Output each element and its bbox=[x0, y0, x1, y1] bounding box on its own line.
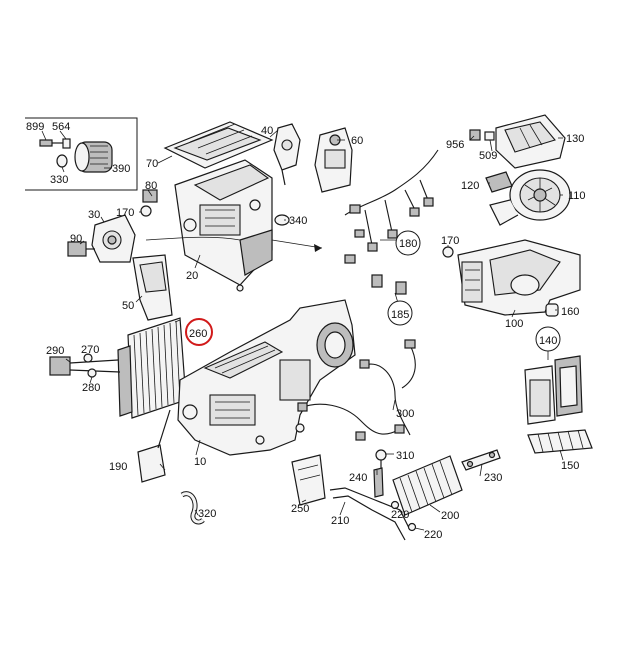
part-899-connector[interactable] bbox=[39, 139, 66, 147]
label-90[interactable]: 90 bbox=[70, 233, 82, 245]
inset-frame bbox=[25, 117, 138, 191]
label-180[interactable]: 180 bbox=[399, 238, 417, 250]
label-200[interactable]: 200 bbox=[441, 510, 459, 522]
part-230-bracket[interactable] bbox=[461, 449, 501, 471]
label-220-bottom[interactable]: 220 bbox=[424, 529, 442, 541]
part-210-heater-pipes[interactable] bbox=[329, 487, 411, 541]
label-899[interactable]: 899 bbox=[26, 121, 44, 133]
callout-circle-260-highlight bbox=[185, 318, 213, 346]
label-50[interactable]: 50 bbox=[122, 300, 134, 312]
part-130-blower-cover[interactable] bbox=[495, 114, 566, 169]
label-240[interactable]: 240 bbox=[349, 472, 367, 484]
label-110[interactable]: 110 bbox=[568, 190, 586, 202]
label-220-top[interactable]: 220 bbox=[391, 509, 409, 521]
label-160[interactable]: 160 bbox=[561, 306, 579, 318]
label-10[interactable]: 10 bbox=[194, 456, 206, 468]
label-250[interactable]: 250 bbox=[291, 503, 309, 515]
part-280-seal[interactable] bbox=[87, 368, 97, 378]
callout-circle-185 bbox=[387, 300, 413, 326]
label-390[interactable]: 390 bbox=[112, 163, 130, 175]
label-80[interactable]: 80 bbox=[145, 180, 157, 192]
part-10-main-hvac-housing[interactable] bbox=[177, 299, 356, 456]
label-260[interactable]: 260 bbox=[189, 328, 207, 340]
part-170-clip-right[interactable] bbox=[442, 246, 454, 258]
label-170-left[interactable]: 170 bbox=[116, 207, 134, 219]
part-260-evaporator[interactable] bbox=[117, 317, 187, 419]
part-185-connector-pair[interactable] bbox=[371, 274, 407, 295]
part-200-heater-core[interactable] bbox=[392, 455, 463, 516]
part-240-sensor[interactable] bbox=[373, 467, 384, 498]
label-130[interactable]: 130 bbox=[566, 133, 584, 145]
part-30-actuator-motor[interactable] bbox=[91, 214, 136, 263]
part-300-wiring-harness[interactable] bbox=[297, 339, 416, 441]
label-20[interactable]: 20 bbox=[186, 270, 198, 282]
label-70[interactable]: 70 bbox=[146, 158, 158, 170]
part-170-clip-left[interactable] bbox=[140, 205, 152, 217]
label-564[interactable]: 564 bbox=[52, 121, 70, 133]
label-340[interactable]: 340 bbox=[289, 215, 307, 227]
label-956[interactable]: 956 bbox=[446, 139, 464, 151]
part-20-upper-housing[interactable] bbox=[174, 159, 273, 292]
label-330[interactable]: 330 bbox=[50, 174, 68, 186]
part-110-blower-motor[interactable] bbox=[489, 169, 571, 226]
label-170-right[interactable]: 170 bbox=[441, 235, 459, 247]
part-564-clip[interactable] bbox=[62, 138, 71, 149]
label-140[interactable]: 140 bbox=[539, 335, 557, 347]
callout-circle-140 bbox=[535, 326, 561, 352]
label-290[interactable]: 290 bbox=[46, 345, 64, 357]
callout-circle-180 bbox=[395, 230, 421, 256]
part-190-bracket[interactable] bbox=[137, 409, 171, 483]
assembly-arrows bbox=[145, 236, 323, 252]
label-100[interactable]: 100 bbox=[505, 318, 523, 330]
label-210[interactable]: 210 bbox=[331, 515, 349, 527]
label-300[interactable]: 300 bbox=[396, 408, 414, 420]
part-220-seals[interactable] bbox=[390, 500, 417, 532]
label-509[interactable]: 509 bbox=[479, 150, 497, 162]
label-150[interactable]: 150 bbox=[561, 460, 579, 472]
part-100-blower-housing[interactable] bbox=[457, 239, 581, 316]
label-60[interactable]: 60 bbox=[351, 135, 363, 147]
part-80-small-connector[interactable] bbox=[142, 189, 158, 203]
part-120-resistor[interactable] bbox=[485, 171, 513, 193]
part-180-wiring-harness[interactable] bbox=[344, 149, 439, 264]
part-310-fastener[interactable] bbox=[375, 449, 387, 468]
label-40[interactable]: 40 bbox=[261, 125, 273, 137]
part-90-sensor[interactable] bbox=[67, 241, 95, 257]
part-number-labels: 899 564 330 390 70 40 60 80 170 30 90 34… bbox=[26, 121, 586, 541]
part-956-509-fasteners[interactable] bbox=[469, 129, 495, 141]
part-40-actuator-linkage[interactable] bbox=[273, 123, 301, 186]
leader-lines bbox=[65, 129, 564, 531]
label-190[interactable]: 190 bbox=[109, 461, 127, 473]
part-330-seal[interactable] bbox=[56, 154, 68, 168]
part-150-filter-element[interactable] bbox=[527, 429, 593, 454]
label-310[interactable]: 310 bbox=[396, 450, 414, 462]
part-60-servo-motor[interactable] bbox=[314, 127, 353, 193]
part-250-cover[interactable] bbox=[291, 454, 326, 506]
label-230[interactable]: 230 bbox=[484, 472, 502, 484]
label-120[interactable]: 120 bbox=[461, 180, 479, 192]
part-390-actuator[interactable] bbox=[74, 141, 113, 173]
inset-detail bbox=[25, 117, 138, 191]
part-320-hose[interactable] bbox=[180, 491, 205, 525]
part-70-air-filter-cover[interactable] bbox=[163, 121, 274, 169]
part-160-cap[interactable] bbox=[545, 303, 559, 317]
label-185[interactable]: 185 bbox=[391, 309, 409, 321]
part-340-grommet[interactable] bbox=[274, 214, 290, 226]
label-30[interactable]: 30 bbox=[88, 209, 100, 221]
part-50-duct[interactable] bbox=[132, 254, 173, 321]
label-280[interactable]: 280 bbox=[82, 382, 100, 394]
part-140-cabin-filters[interactable] bbox=[524, 355, 583, 425]
label-270[interactable]: 270 bbox=[81, 344, 99, 356]
label-320[interactable]: 320 bbox=[198, 508, 216, 520]
